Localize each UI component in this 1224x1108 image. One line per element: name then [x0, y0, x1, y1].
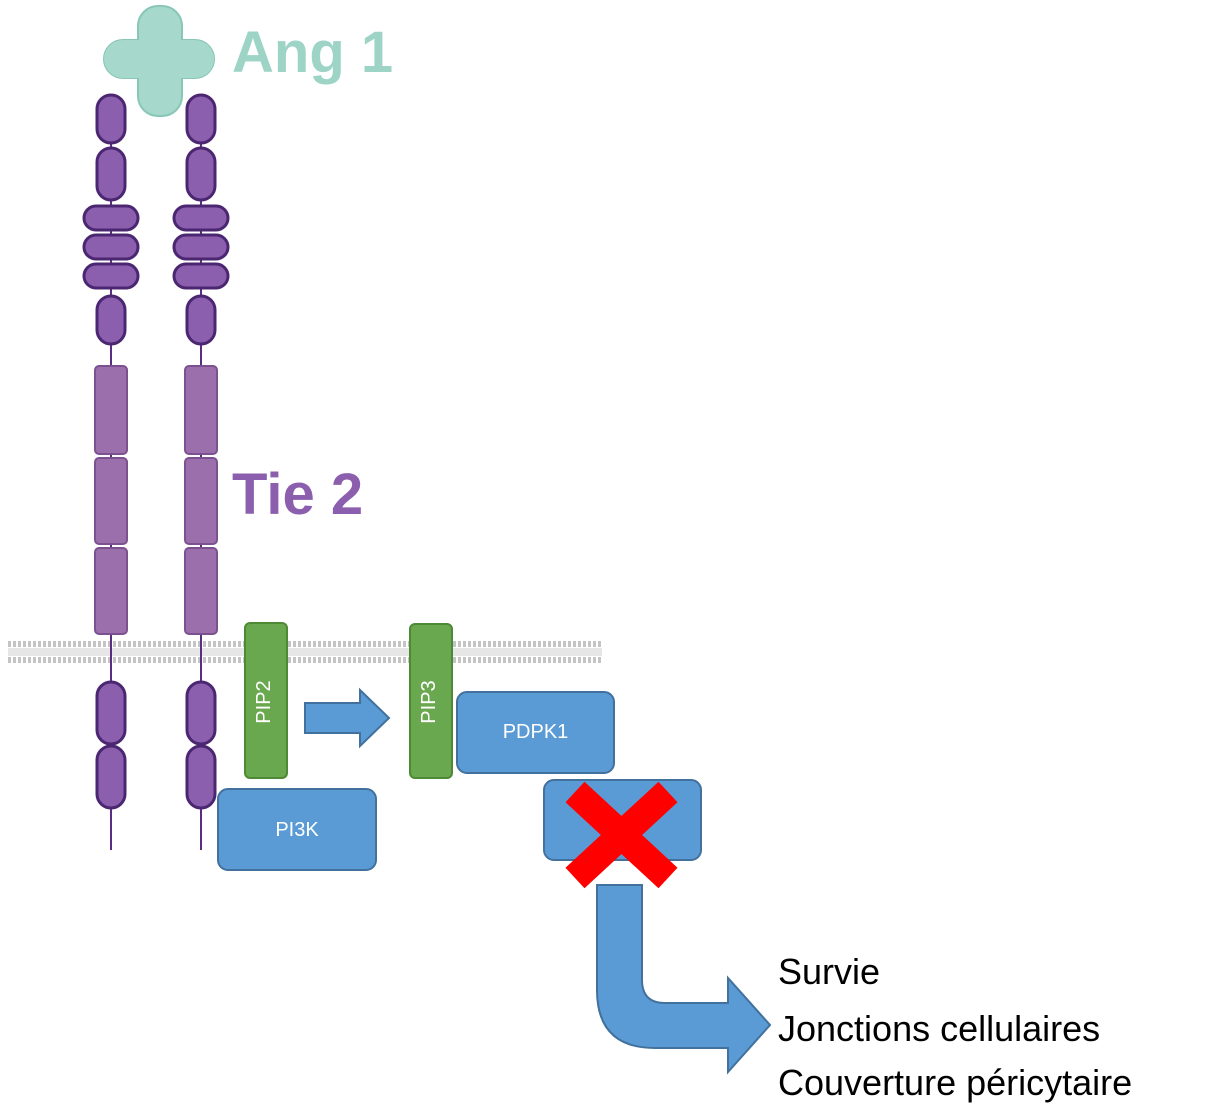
conversion-arrow [304, 687, 391, 749]
pip3-label: PIP3 [418, 680, 440, 724]
pip3-box [409, 623, 453, 779]
inhibition-x-icon [565, 781, 678, 889]
pip2-label: PIP2 [253, 680, 275, 724]
ang1-ligand-shape [103, 5, 215, 117]
outcome-cell-junctions: Jonctions cellulaires [778, 1008, 1101, 1049]
pdpk1-label: PDPK1 [502, 721, 569, 743]
ligand-label: Ang 1 [232, 20, 394, 85]
receptor-label: Tie 2 [232, 462, 364, 527]
cell-membrane [8, 641, 602, 663]
pi3k-label: PI3K [275, 819, 319, 841]
pip2-box [244, 622, 288, 779]
tie2-receptor-right [172, 93, 230, 850]
pi3k-box [217, 788, 377, 871]
pdpk1-box [456, 691, 615, 774]
outcome-survival: Survie [778, 951, 881, 992]
outcome-pericyte-coverage: Couverture péricytaire [778, 1062, 1133, 1103]
tie2-receptor-left [82, 93, 140, 850]
output-arrow [596, 884, 772, 1075]
